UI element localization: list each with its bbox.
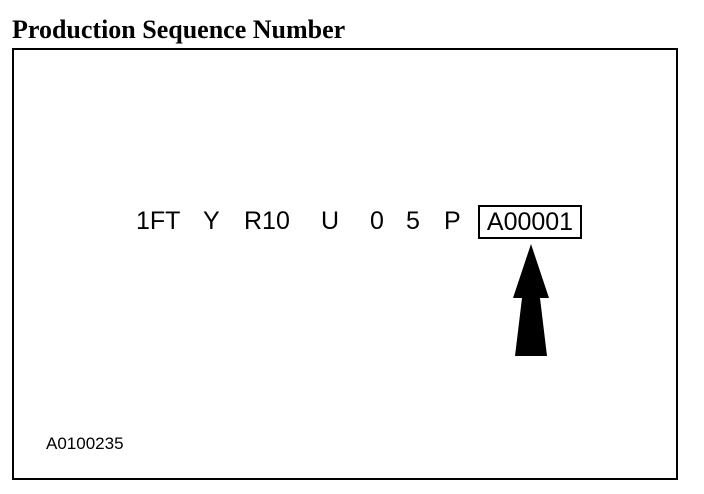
vin-part-restraint: Y — [203, 207, 220, 235]
vin-part-engine: U — [321, 207, 340, 235]
vin-part-assembly-plant: P — [444, 207, 461, 235]
vin-part-wmi: 1FT — [136, 207, 181, 235]
production-sequence-number-box: A00001 — [478, 205, 582, 239]
diagram-frame — [12, 48, 678, 480]
page-title: Production Sequence Number — [12, 15, 346, 44]
arrow-up-icon — [513, 244, 549, 356]
vin-part-model-year: 5 — [406, 207, 420, 235]
vin-part-check-digit: 0 — [370, 207, 384, 235]
figure-id: A0100235 — [46, 434, 124, 453]
vin-part-line-series: R10 — [244, 207, 290, 235]
